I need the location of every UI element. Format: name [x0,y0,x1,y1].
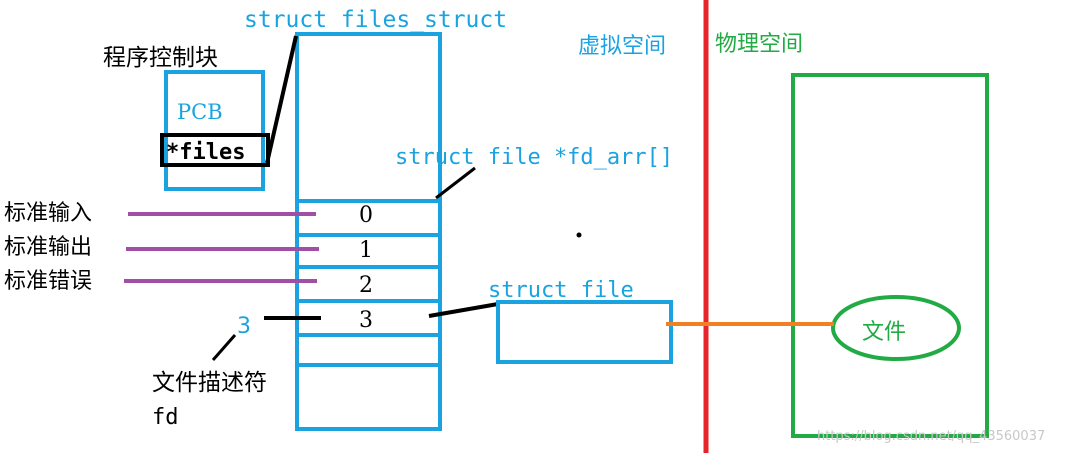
pcb-box [164,70,265,191]
file-ellipse [831,295,961,361]
files-pointer-label: *files [166,140,245,165]
fd-value-label: 3 [237,314,251,339]
files-pointer-line [265,35,298,164]
fd-arr-pointer-line [435,166,476,200]
stdout-label: 标准输出 [4,235,92,260]
struct-file-box [496,300,673,364]
fd-index-3: 3 [359,308,373,333]
fd-index-2: 2 [359,273,373,298]
fd-cell-4 [295,333,442,367]
physical-space-box [791,73,989,438]
stderr-label: 标准错误 [4,269,92,294]
struct-file-pointer-line [428,302,499,318]
files-struct-box [295,32,442,431]
fd-index-1: 1 [359,238,373,263]
virtual-space-label: 虚拟空间 [578,34,666,59]
fd-desc-label: 文件描述符 [152,370,267,396]
fd-index-0: 0 [359,203,373,228]
file-label: 文件 [862,320,906,345]
dot-mark [576,232,582,238]
pcb-title-label: 程序控制块 [103,45,218,71]
files-struct-label: struct files_struct [244,7,507,33]
physical-space-label: 物理空间 [715,32,803,57]
fd-label: fd [152,405,179,430]
stdin-label: 标准输入 [4,201,92,226]
fd-arr-label: struct file *fd_arr[] [395,145,673,170]
struct-file-label: struct file [488,278,634,303]
pcb-label: PCB [177,100,223,124]
fd-desc-pointer-line [211,334,237,361]
watermark: https://blog.csdn.net/qq_43560037 [817,429,1045,444]
